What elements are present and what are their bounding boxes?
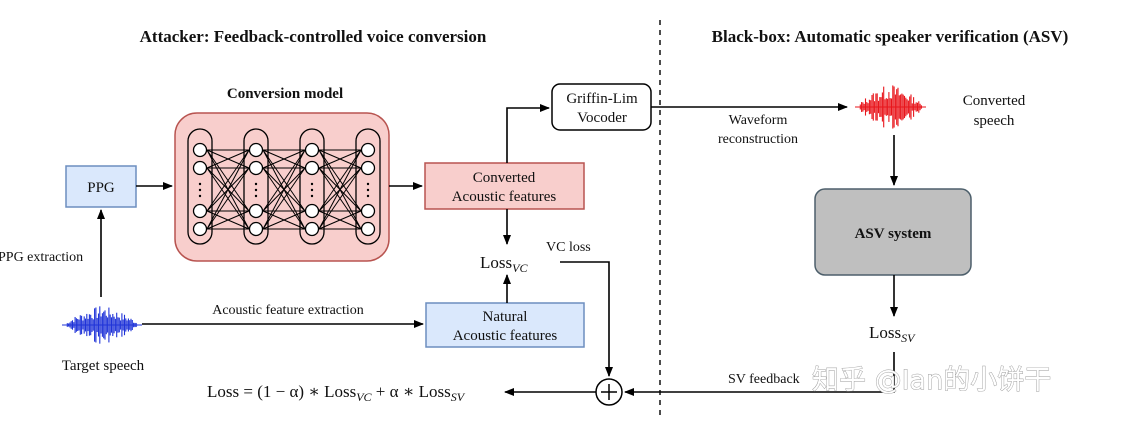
nn-node xyxy=(248,221,264,237)
nn-ellipsis-dot xyxy=(254,182,258,186)
nn-ellipsis-dot xyxy=(310,194,314,198)
asv-section-title: Black-box: Automatic speaker verificatio… xyxy=(712,27,1069,46)
nn-node xyxy=(304,142,320,158)
arrow-vcloss-to-sum xyxy=(560,261,613,377)
nn-layer xyxy=(355,128,381,245)
converted-speech-waveform-icon xyxy=(855,85,926,129)
asv-system-box xyxy=(814,188,972,276)
nn-node xyxy=(304,160,320,176)
loss-vc-label: LossVC xyxy=(480,253,528,275)
nn-layer xyxy=(299,128,325,245)
nn-ellipsis-dot xyxy=(198,188,202,192)
nn-node xyxy=(248,160,264,176)
converted-speech-line1: Converted xyxy=(963,93,1026,109)
nn-ellipsis-dot xyxy=(198,194,202,198)
nn-node xyxy=(360,221,376,237)
waveform-reconstruction-line1: Waveform xyxy=(729,113,788,128)
natural-features-line2: Acoustic features xyxy=(453,328,558,344)
nn-node xyxy=(304,203,320,219)
nn-connection xyxy=(262,149,306,230)
nn-ellipsis-dot xyxy=(254,194,258,198)
converted-speech-line2: speech xyxy=(974,113,1015,129)
nn-ellipsis-dot xyxy=(198,182,202,186)
nn-ellipsis-dot xyxy=(366,188,370,192)
sv-feedback-label: SV feedback xyxy=(728,372,800,387)
nn-connection xyxy=(206,149,250,169)
arrow-converted-to-vocoder xyxy=(506,104,550,163)
natural-features-line1: Natural xyxy=(483,309,528,325)
converted-features-box xyxy=(424,162,585,210)
nn-connection xyxy=(318,210,362,230)
nn-connection xyxy=(206,210,250,230)
acoustic-extraction-label: Acoustic feature extraction xyxy=(212,303,364,318)
nn-connection xyxy=(318,167,362,230)
nn-ellipsis-dot xyxy=(310,188,314,192)
nn-node xyxy=(192,160,208,176)
total-loss-formula: Loss = (1 − α) ∗ LossVC + α ∗ LossSV xyxy=(207,382,466,404)
nn-ellipsis-dot xyxy=(366,194,370,198)
nn-node xyxy=(304,221,320,237)
nn-ellipsis-dot xyxy=(366,182,370,186)
target-speech-waveform-icon xyxy=(62,306,142,344)
nn-connection xyxy=(318,149,362,169)
natural-features-box xyxy=(425,302,585,348)
converted-features-line1: Converted xyxy=(473,170,536,186)
nn-connection xyxy=(206,149,250,212)
nn-layer xyxy=(187,128,213,245)
ppg-box xyxy=(65,165,137,208)
conversion-model-title: Conversion model xyxy=(227,86,343,102)
loss-sv-label: LossSV xyxy=(869,323,916,345)
nn-node xyxy=(360,142,376,158)
nn-ellipsis-dot xyxy=(254,188,258,192)
nn-layer xyxy=(243,128,269,245)
nn-connection xyxy=(206,149,250,230)
nn-node xyxy=(360,203,376,219)
nn-node xyxy=(192,142,208,158)
nn-connection xyxy=(262,149,306,169)
nn-node xyxy=(248,142,264,158)
nn-connection xyxy=(262,210,306,230)
nn-connection xyxy=(318,149,362,212)
nn-connection xyxy=(318,149,362,230)
nn-ellipsis-dot xyxy=(310,182,314,186)
nn-connection xyxy=(262,167,306,230)
nn-node xyxy=(192,203,208,219)
ppg-label: PPG xyxy=(87,180,115,196)
nn-node xyxy=(248,203,264,219)
vc-loss-label: VC loss xyxy=(546,240,591,255)
vocoder-line2: Vocoder xyxy=(577,110,627,126)
target-speech-label: Target speech xyxy=(62,358,145,374)
nn-connection xyxy=(262,149,306,212)
arrow-losssv-feedback xyxy=(624,352,895,396)
nn-connection xyxy=(206,167,250,230)
watermark-text: 知乎 @Ian的小饼干 xyxy=(812,365,1051,396)
nn-node xyxy=(192,221,208,237)
converted-features-line2: Acoustic features xyxy=(452,189,557,205)
waveform-reconstruction-line2: reconstruction xyxy=(718,132,798,147)
nn-node xyxy=(360,160,376,176)
vocoder-line1: Griffin-Lim xyxy=(566,91,638,107)
asv-system-label: ASV system xyxy=(855,226,932,242)
neural-network-graphic xyxy=(187,128,381,245)
attacker-section-title: Attacker: Feedback-controlled voice conv… xyxy=(140,27,487,46)
ppg-extraction-label: PPG extraction xyxy=(0,250,83,265)
